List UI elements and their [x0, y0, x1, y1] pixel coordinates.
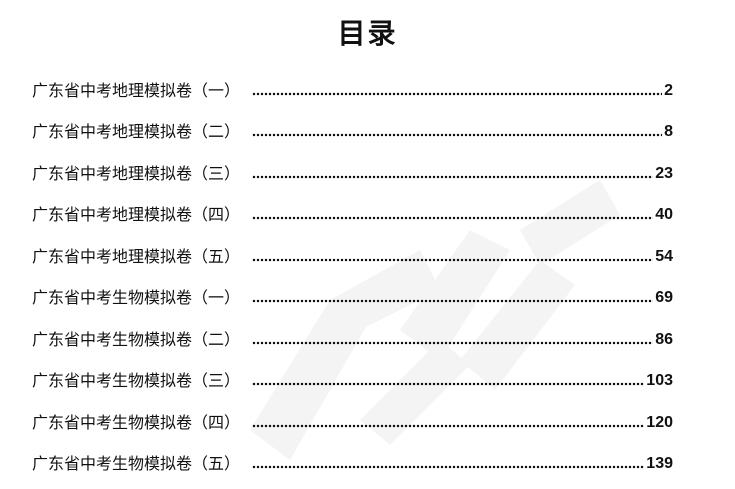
toc-page-number: 86 — [655, 330, 673, 348]
toc-list: 广东省中考地理模拟卷（一） 2 广东省中考地理模拟卷（二） 8 广东省中考地理模… — [32, 62, 673, 477]
dot-leader — [252, 257, 654, 262]
page-title: 目录 — [337, 17, 398, 50]
toc-entry[interactable]: 广东省中考生物模拟卷（三） 103 — [32, 353, 673, 395]
toc-page-number: 23 — [655, 164, 673, 182]
dot-leader — [252, 465, 645, 469]
dot-leader — [252, 133, 663, 137]
toc-entry-title: 广东省中考地理模拟卷（二） — [32, 122, 241, 141]
toc-entry-title: 广东省中考地理模拟卷（一） — [32, 80, 241, 100]
toc-entry-title: 广东省中考生物模拟卷（三） — [32, 371, 241, 390]
toc-page-number: 103 — [646, 372, 673, 389]
toc-entry[interactable]: 广东省中考生物模拟卷（四） 120 — [32, 394, 673, 436]
toc-entry[interactable]: 广东省中考地理模拟卷（五） 54 — [32, 228, 673, 270]
toc-page-number: 139 — [646, 455, 673, 472]
toc-page-number: 54 — [655, 247, 673, 265]
dot-leader — [252, 91, 663, 96]
toc-page-number: 120 — [646, 413, 673, 431]
dot-leader — [252, 423, 645, 428]
toc-entry-title: 广东省中考生物模拟卷（五） — [32, 454, 241, 473]
toc-entry[interactable]: 广东省中考生物模拟卷（一） 69 — [32, 270, 673, 312]
toc-entry[interactable]: 广东省中考地理模拟卷（一） 2 — [32, 62, 673, 104]
toc-entry-title: 广东省中考地理模拟卷（五） — [32, 246, 241, 266]
toc-page-number: 8 — [664, 123, 673, 140]
toc-entry[interactable]: 广东省中考地理模拟卷（四） 40 — [32, 187, 673, 229]
dot-leader — [252, 382, 645, 386]
toc-page-number: 69 — [655, 289, 673, 306]
toc-entry-title: 广东省中考生物模拟卷（四） — [32, 412, 241, 432]
toc-entry[interactable]: 广东省中考生物模拟卷（五） 139 — [32, 436, 673, 478]
dot-leader — [252, 174, 654, 179]
toc-entry-title: 广东省中考生物模拟卷（一） — [32, 288, 241, 307]
toc-page-number: 40 — [655, 206, 673, 223]
dot-leader — [252, 299, 654, 303]
toc-entry[interactable]: 广东省中考地理模拟卷（三） 23 — [32, 145, 673, 187]
toc-entry[interactable]: 广东省中考地理模拟卷（二） 8 — [32, 104, 673, 146]
dot-leader — [252, 340, 654, 345]
toc-page-number: 2 — [664, 81, 673, 99]
toc-entry-title: 广东省中考生物模拟卷（二） — [32, 329, 241, 349]
toc-entry-title: 广东省中考地理模拟卷（四） — [32, 205, 241, 224]
toc-entry[interactable]: 广东省中考生物模拟卷（二） 86 — [32, 311, 673, 353]
dot-leader — [252, 216, 654, 220]
toc-entry-title: 广东省中考地理模拟卷（三） — [32, 163, 241, 183]
